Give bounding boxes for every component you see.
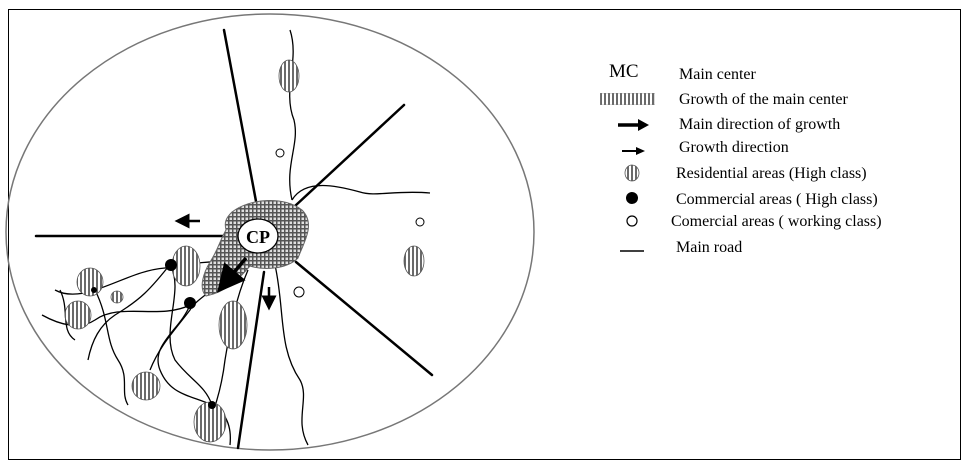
cp-label: CP bbox=[246, 227, 270, 247]
city-boundary bbox=[5, 13, 535, 451]
legend-label-main-center: Main center bbox=[679, 66, 756, 83]
figure-frame bbox=[8, 9, 961, 460]
legend-commercial-working-icon bbox=[625, 214, 639, 228]
legend-growth-direction-arrow-icon bbox=[620, 143, 646, 155]
legend-label-residential-high: Residential areas (High class) bbox=[676, 165, 867, 182]
legend-label-growth-direction: Growth direction bbox=[679, 139, 789, 156]
main-roads bbox=[41, 29, 431, 446]
commercial-working-dots bbox=[275, 148, 425, 298]
main-direction-arrow bbox=[217, 256, 248, 293]
legend-commercial-high-icon bbox=[625, 191, 639, 205]
cp-center bbox=[237, 218, 279, 254]
legend-residential-icon bbox=[623, 164, 641, 182]
legend-main-road-icon bbox=[620, 240, 644, 252]
sector-lines bbox=[34, 28, 434, 450]
legend-mc-symbol: MC bbox=[609, 61, 639, 82]
legend-growth-swatch bbox=[599, 92, 656, 106]
legend-label-growth-main-center: Growth of the main center bbox=[679, 91, 848, 108]
legend-label-commercial-working: Comercial areas ( working class) bbox=[671, 213, 882, 230]
legend-label-main-road: Main road bbox=[676, 239, 743, 256]
legend-label-main-direction: Main direction of growth bbox=[679, 116, 841, 133]
residential-areas bbox=[64, 59, 425, 443]
legend-main-direction-arrow-icon bbox=[616, 118, 650, 132]
legend-label-commercial-high: Commercial areas ( High class) bbox=[676, 191, 878, 208]
commercial-high-dots bbox=[91, 259, 216, 409]
